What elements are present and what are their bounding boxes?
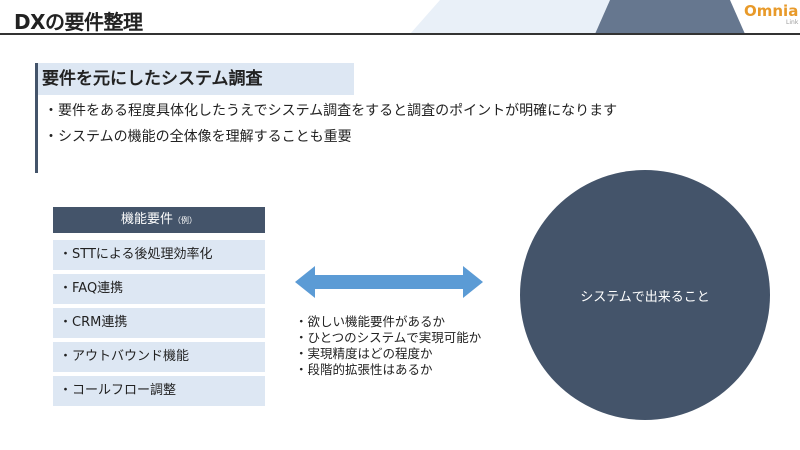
logo-subtext: Link bbox=[786, 19, 799, 26]
requirement-item: ・コールフロー調整 bbox=[53, 376, 265, 406]
section-heading: 要件を元にしたシステム調査 bbox=[38, 63, 354, 95]
page-title: DXの要件整理 bbox=[14, 10, 143, 34]
question: ・段階的拡張性はあるか bbox=[295, 362, 433, 377]
logo-text: Omnia bbox=[744, 2, 799, 20]
section-bullet: ・システムの機能の全体像を理解することも重要 bbox=[44, 129, 352, 145]
section-bullet: ・要件をある程度具体化したうえでシステム調査をすると調査のポイントが明確になりま… bbox=[44, 103, 618, 119]
requirement-item: ・CRM連携 bbox=[53, 308, 265, 338]
system-capabilities-circle: システムで出来ること bbox=[520, 170, 770, 420]
question: ・欲しい機能要件があるか bbox=[295, 314, 446, 329]
header-divider bbox=[0, 33, 800, 35]
functional-requirements-header: 機能要件（例） bbox=[53, 207, 265, 233]
double-arrow-icon bbox=[295, 266, 483, 298]
question: ・ひとつのシステムで実現可能か bbox=[295, 330, 482, 345]
section-accent-bar bbox=[35, 63, 38, 173]
requirement-item: ・アウトバウンド機能 bbox=[53, 342, 265, 372]
question-list: ・欲しい機能要件があるか ・ひとつのシステムで実現可能か ・実現精度はどの程度か… bbox=[295, 314, 481, 378]
requirement-item: ・STTによる後処理効率化 bbox=[53, 240, 265, 270]
circle-label: システムで出来ること bbox=[580, 289, 710, 305]
question: ・実現精度はどの程度か bbox=[295, 346, 433, 361]
requirement-item: ・FAQ連携 bbox=[53, 274, 265, 304]
header-decoration bbox=[410, 0, 745, 34]
